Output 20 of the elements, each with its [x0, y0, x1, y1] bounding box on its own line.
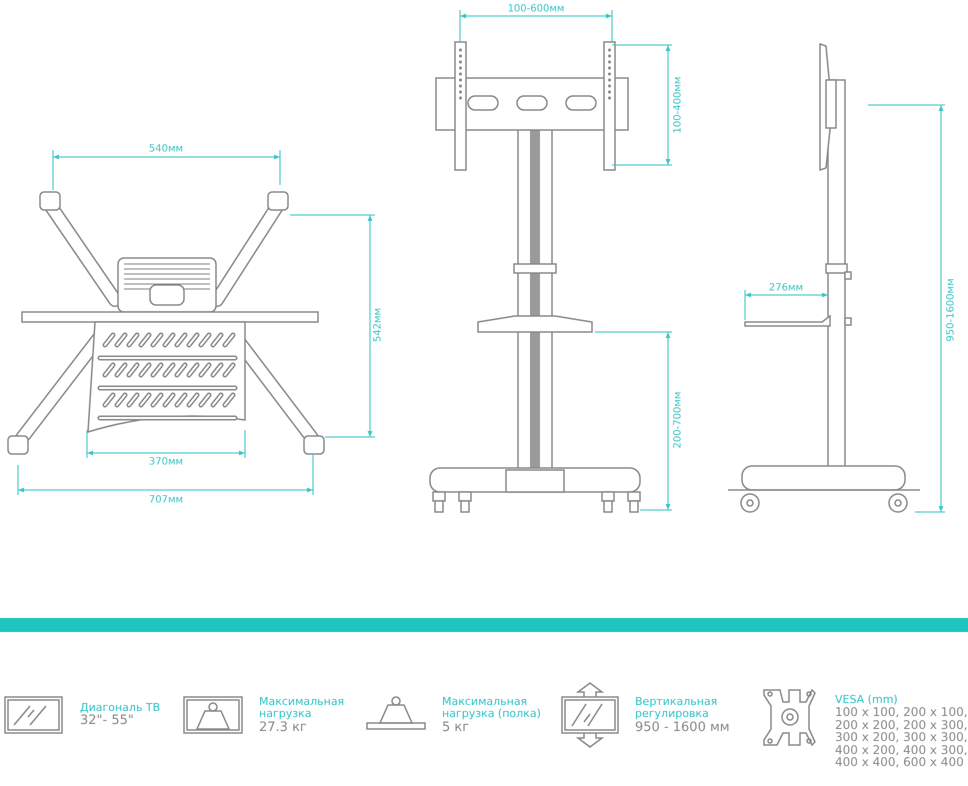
dimension-label: 542мм	[372, 306, 384, 344]
feature-value: 27.3 кг	[259, 721, 308, 734]
dimension-label: 370мм	[146, 456, 186, 468]
feature-title: VESA (mm)	[835, 694, 899, 706]
dimension-label: 707мм	[146, 494, 186, 506]
feature-title: Максимальная нагрузка (полка)	[442, 696, 542, 720]
feature-title: Вертикальная регулировка	[635, 696, 718, 720]
feature-value: 5 кг	[442, 721, 470, 734]
feature-value: 100 x 100, 200 x 100, 200 x 200, 200 x 300, 300 x 200, 300 x 300, 400 x 200, 400 x 300, 400 x 400, 600 x 400	[835, 706, 968, 768]
divider-bar	[0, 618, 968, 632]
dimension-label: 200-700мм	[672, 390, 684, 450]
dimension-label: 100-400мм	[672, 74, 684, 136]
feature-title: Максимальная нагрузка	[259, 696, 346, 720]
dimension-label: 100-600мм	[506, 4, 566, 14]
dimension-label: 540мм	[146, 144, 186, 154]
feature-value: 32"- 55"	[80, 714, 135, 727]
dimension-label: 276мм	[766, 282, 806, 294]
feature-title: Диагональ ТВ	[80, 702, 162, 714]
dimension-label: 950-1600мм	[946, 276, 956, 344]
feature-value: 950 - 1600 мм	[635, 721, 730, 734]
